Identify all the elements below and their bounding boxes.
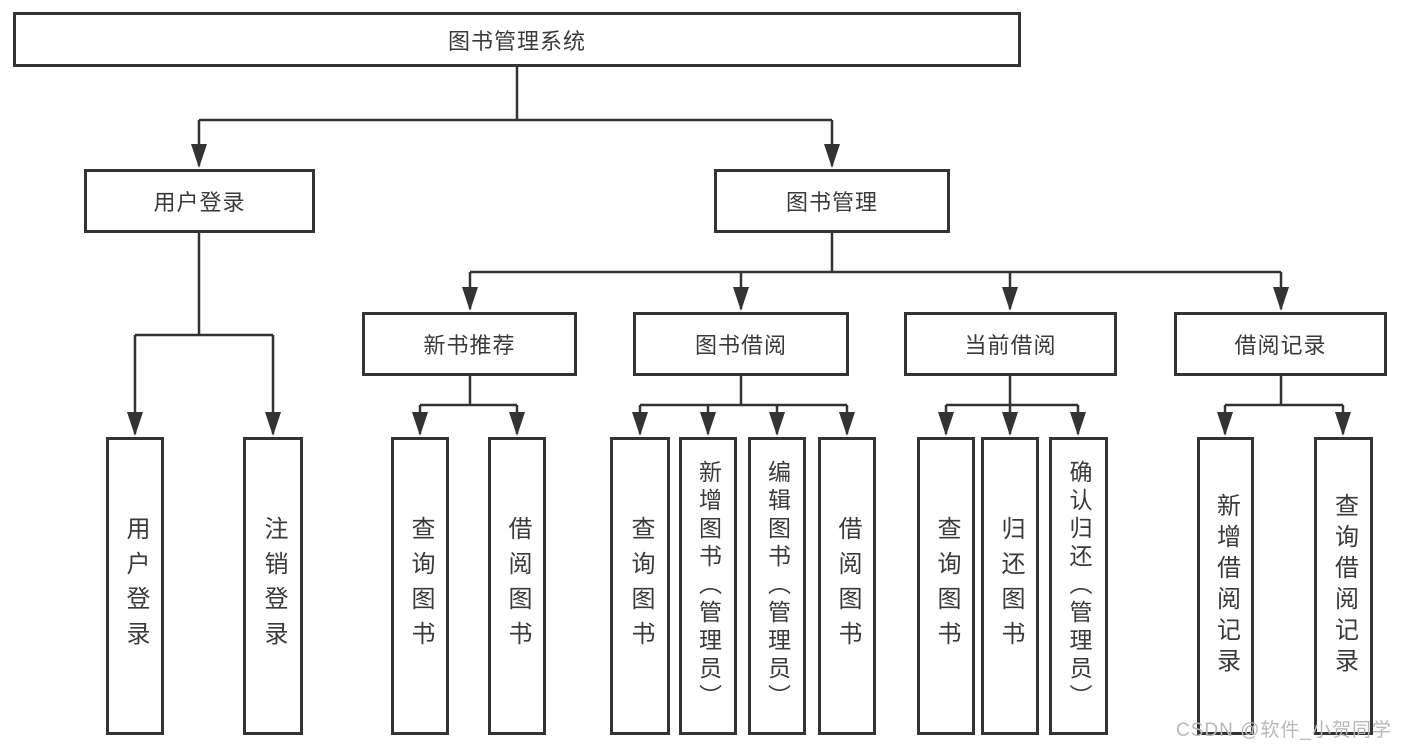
- leaf-bb-edit-books-admin: 编辑图书（管理员）: [748, 437, 806, 735]
- leaf-logout: 注销登录: [243, 437, 303, 735]
- leaf-cb-query-books: 查询图书: [917, 437, 975, 735]
- leaf-bb-add-books-admin-label: 新增图书（管理员）: [695, 460, 722, 712]
- leaf-cb-confirm-return-admin-label: 确认归还（管理员）: [1066, 460, 1092, 712]
- node-book-management: 图书管理: [714, 169, 950, 233]
- leaf-bb-add-books-admin: 新增图书（管理员）: [679, 437, 737, 735]
- leaf-br-query-record: 查询借阅记录: [1314, 437, 1373, 735]
- leaf-br-query-record-label: 查询借阅记录: [1330, 493, 1358, 679]
- leaf-nb-borrow-books: 借阅图书: [488, 437, 546, 735]
- leaf-cb-return-books: 归还图书: [981, 437, 1039, 735]
- node-user-login-label: 用户登录: [153, 190, 246, 215]
- leaf-bb-edit-books-admin-label: 编辑图书（管理员）: [764, 460, 791, 712]
- node-book-borrowing-label: 图书借阅: [694, 333, 787, 358]
- leaf-bb-borrow-books: 借阅图书: [818, 437, 876, 735]
- node-current-borrowing: 当前借阅: [904, 312, 1117, 376]
- leaf-nb-query-books-label: 查询图书: [407, 516, 434, 656]
- leaf-bb-query-books: 查询图书: [610, 437, 670, 735]
- leaf-bb-borrow-books-label: 借阅图书: [834, 516, 861, 656]
- node-root-label: 图书管理系统: [447, 28, 586, 54]
- leaf-nb-borrow-books-label: 借阅图书: [504, 516, 531, 656]
- leaf-br-add-record-label: 新增借阅记录: [1212, 493, 1240, 679]
- node-book-borrowing: 图书借阅: [633, 312, 849, 376]
- node-new-book-recommend-label: 新书推荐: [423, 333, 516, 358]
- node-borrow-records-label: 借阅记录: [1234, 333, 1327, 358]
- node-book-management-label: 图书管理: [785, 190, 878, 215]
- leaf-bb-query-books-label: 查询图书: [627, 516, 654, 656]
- leaf-cb-return-books-label: 归还图书: [997, 516, 1024, 656]
- node-root: 图书管理系统: [13, 12, 1021, 67]
- leaf-user-login: 用户登录: [106, 437, 164, 735]
- leaf-user-login-label: 用户登录: [122, 516, 149, 656]
- node-borrow-records: 借阅记录: [1174, 312, 1387, 376]
- csdn-watermark: CSDN @软件_小贺同学: [1176, 720, 1392, 741]
- leaf-cb-confirm-return-admin: 确认归还（管理员）: [1049, 437, 1108, 735]
- leaf-br-add-record: 新增借阅记录: [1197, 437, 1254, 735]
- leaf-nb-query-books: 查询图书: [391, 437, 449, 735]
- node-current-borrowing-label: 当前借阅: [964, 333, 1057, 358]
- leaf-logout-label: 注销登录: [260, 516, 287, 656]
- node-user-login: 用户登录: [84, 169, 315, 233]
- leaf-cb-query-books-label: 查询图书: [933, 516, 960, 656]
- node-new-book-recommend: 新书推荐: [362, 312, 577, 376]
